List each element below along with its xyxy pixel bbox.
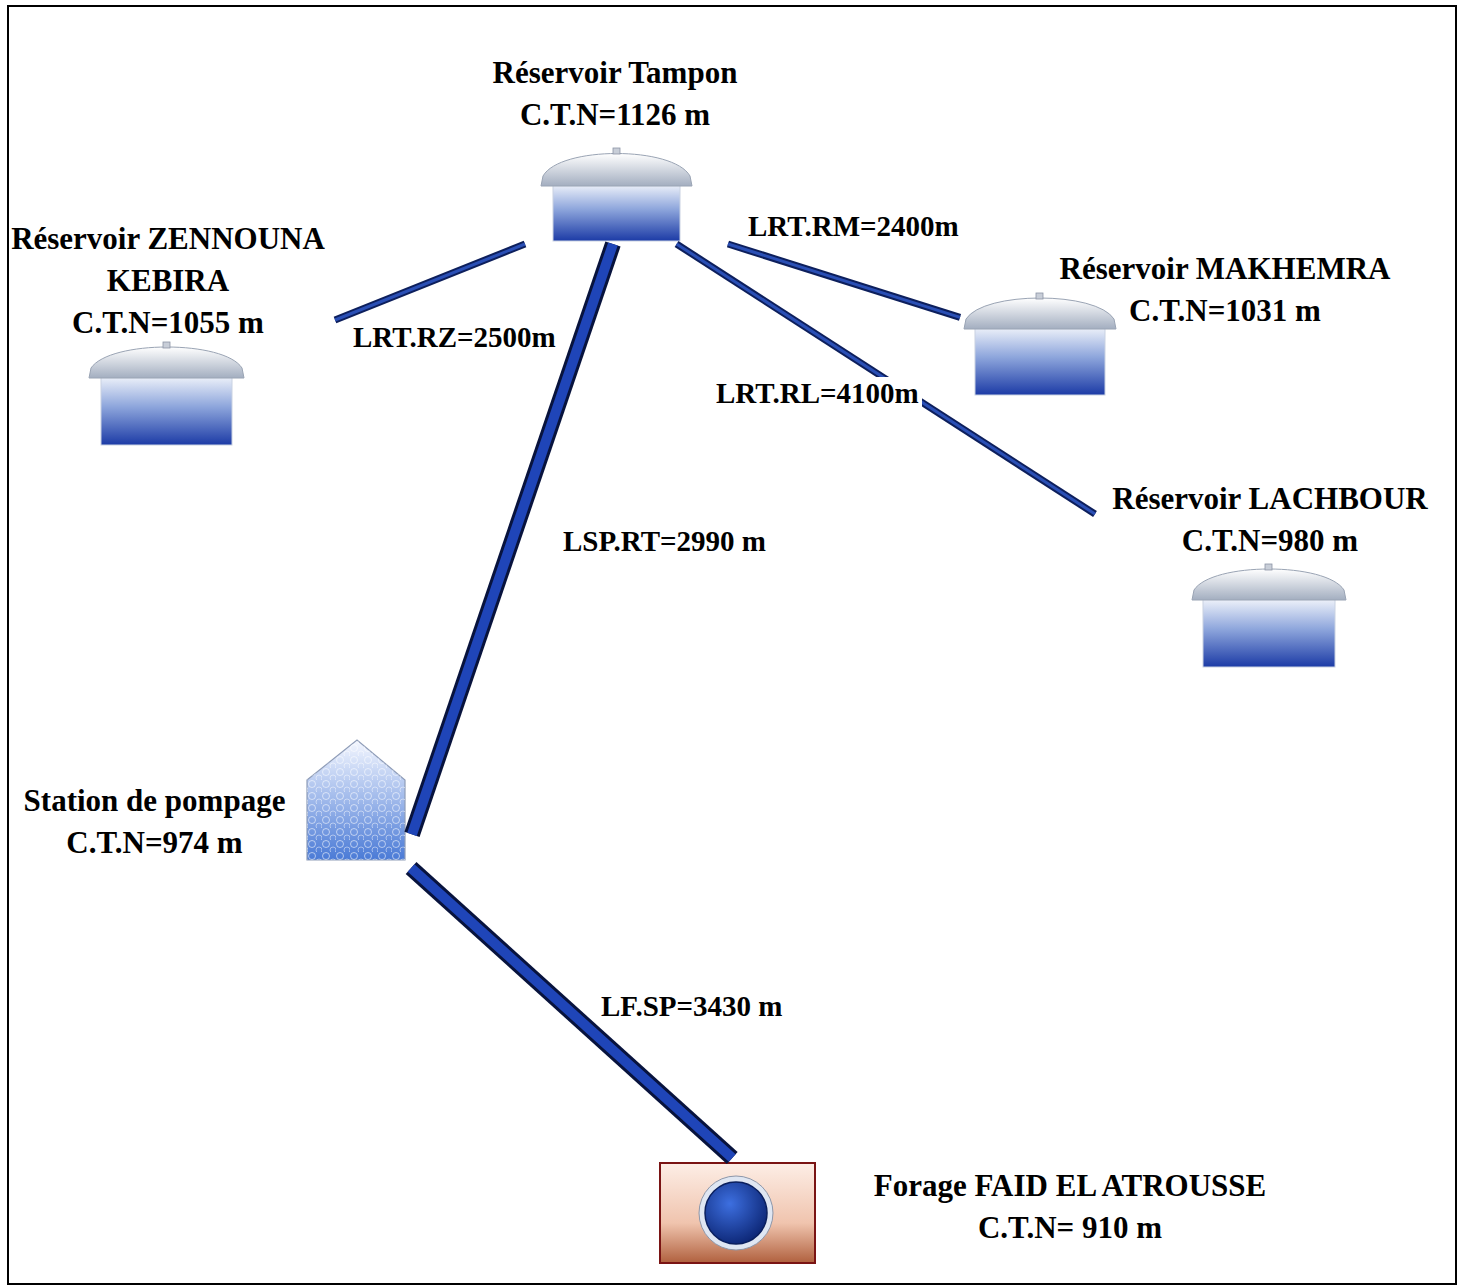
node-text-group: Réservoir TamponC.T.N=1126 m: [470, 52, 760, 136]
pipe-length: LRT.RM=2400m: [745, 210, 962, 242]
pipe-length: LRT.RL=4100m: [713, 377, 922, 409]
node-name: Station de pompage: [12, 780, 297, 822]
pipe-length: LRT.RZ=2500m: [350, 321, 559, 353]
pipe-core: [677, 244, 1095, 514]
pipe-outline: [677, 244, 1095, 514]
pumping-station-icon: [307, 740, 405, 860]
pipeline: [728, 244, 960, 317]
elevation-value: C.T.N=1031 m: [1045, 290, 1405, 332]
pipeline: [677, 244, 1095, 514]
reservoir: Réservoir MAKHEMRAC.T.N=1031 m: [960, 248, 1409, 400]
pipe-core: [335, 244, 525, 320]
pipe-length: LSP.RT=2990 m: [560, 525, 769, 557]
node-text-group: Réservoir MAKHEMRAC.T.N=1031 m: [1045, 248, 1405, 332]
node-name: Réservoir Tampon: [470, 52, 760, 94]
pipe-core: [728, 244, 960, 317]
reservoir-icon: [541, 148, 692, 241]
pipeline: [335, 244, 525, 320]
node-name: Réservoir MAKHEMRA: [1045, 248, 1405, 290]
pumping-station: Station de pompageC.T.N=974 m: [12, 735, 412, 868]
node-text-group: Réservoir LACHBOURC.T.N=980 m: [1095, 478, 1445, 562]
borehole-icon: [660, 1163, 815, 1263]
reservoir: Réservoir ZENNOUNA KEBIRAC.T.N=1055 m: [3, 218, 335, 448]
pipe-outline: [728, 244, 960, 317]
pipe-length: LF.SP=3430 m: [598, 990, 785, 1022]
node-name: Forage FAID EL ATROUSSE: [850, 1165, 1290, 1207]
elevation-value: C.T.N=980 m: [1095, 520, 1445, 562]
node-text-group: Station de pompageC.T.N=974 m: [12, 780, 297, 864]
elevation-value: C.T.N=1055 m: [5, 302, 331, 344]
buffer-reservoir: Réservoir TamponC.T.N=1126 m: [470, 52, 764, 244]
elevation-value: C.T.N= 910 m: [850, 1207, 1290, 1249]
node-name: Réservoir ZENNOUNA KEBIRA: [5, 218, 331, 302]
node-text-group: Forage FAID EL ATROUSSEC.T.N= 910 m: [850, 1165, 1290, 1249]
reservoir: Réservoir LACHBOURC.T.N=980 m: [1095, 478, 1449, 673]
reservoir-icon: [89, 342, 244, 445]
frame: [8, 6, 1456, 1284]
node-text-group: Réservoir ZENNOUNA KEBIRAC.T.N=1055 m: [5, 218, 331, 344]
pipe-outline: [335, 244, 525, 320]
node-name: Réservoir LACHBOUR: [1095, 478, 1445, 520]
reservoir-icon: [1192, 564, 1346, 667]
elevation-value: C.T.N=1126 m: [470, 94, 760, 136]
borehole: Forage FAID EL ATROUSSEC.T.N= 910 m: [655, 1158, 1295, 1268]
reservoir-icon: [964, 293, 1116, 395]
elevation-value: C.T.N=974 m: [12, 822, 297, 864]
